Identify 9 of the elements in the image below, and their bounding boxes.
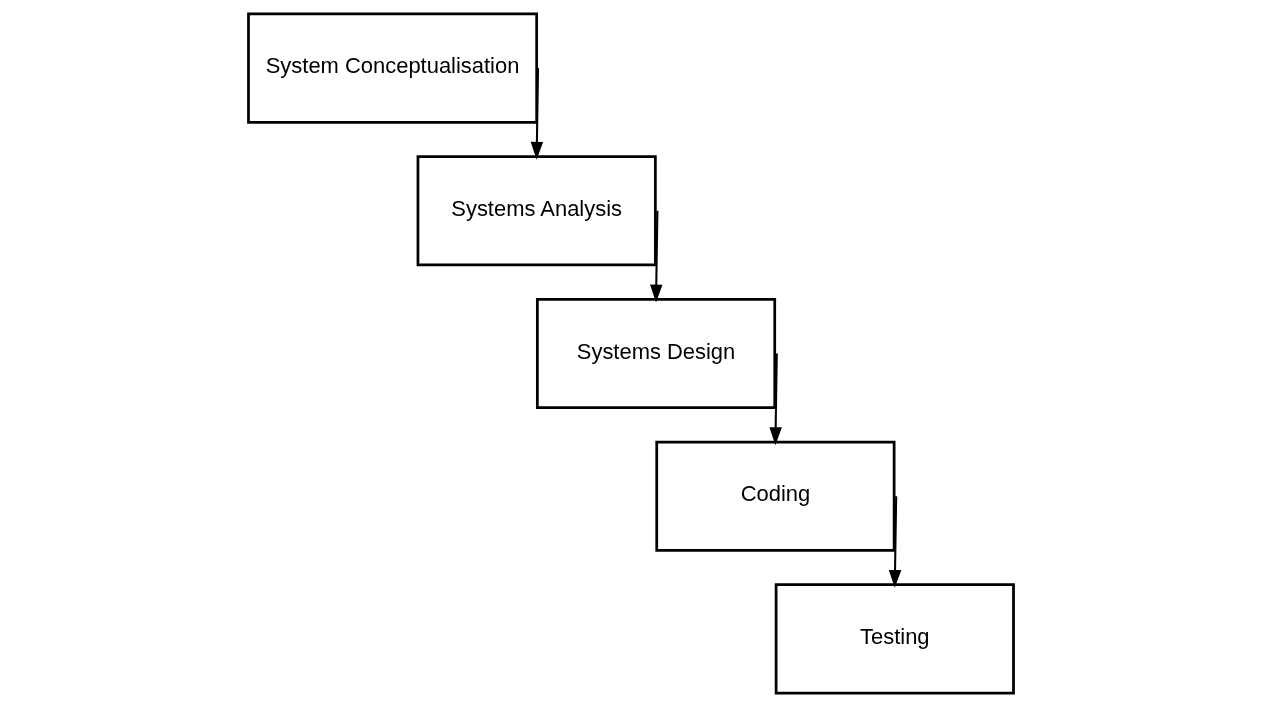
- arrow: [888, 496, 901, 588]
- arrow: [649, 210, 662, 303]
- node-box: Systems Analysis: [416, 155, 657, 267]
- arrow: [530, 68, 543, 160]
- node-box: Coding: [654, 440, 895, 552]
- node-box: System Conceptualisation: [246, 12, 538, 124]
- node-box: Systems Design: [535, 297, 776, 410]
- node-box: Testing: [774, 583, 1015, 695]
- arrow: [768, 353, 782, 446]
